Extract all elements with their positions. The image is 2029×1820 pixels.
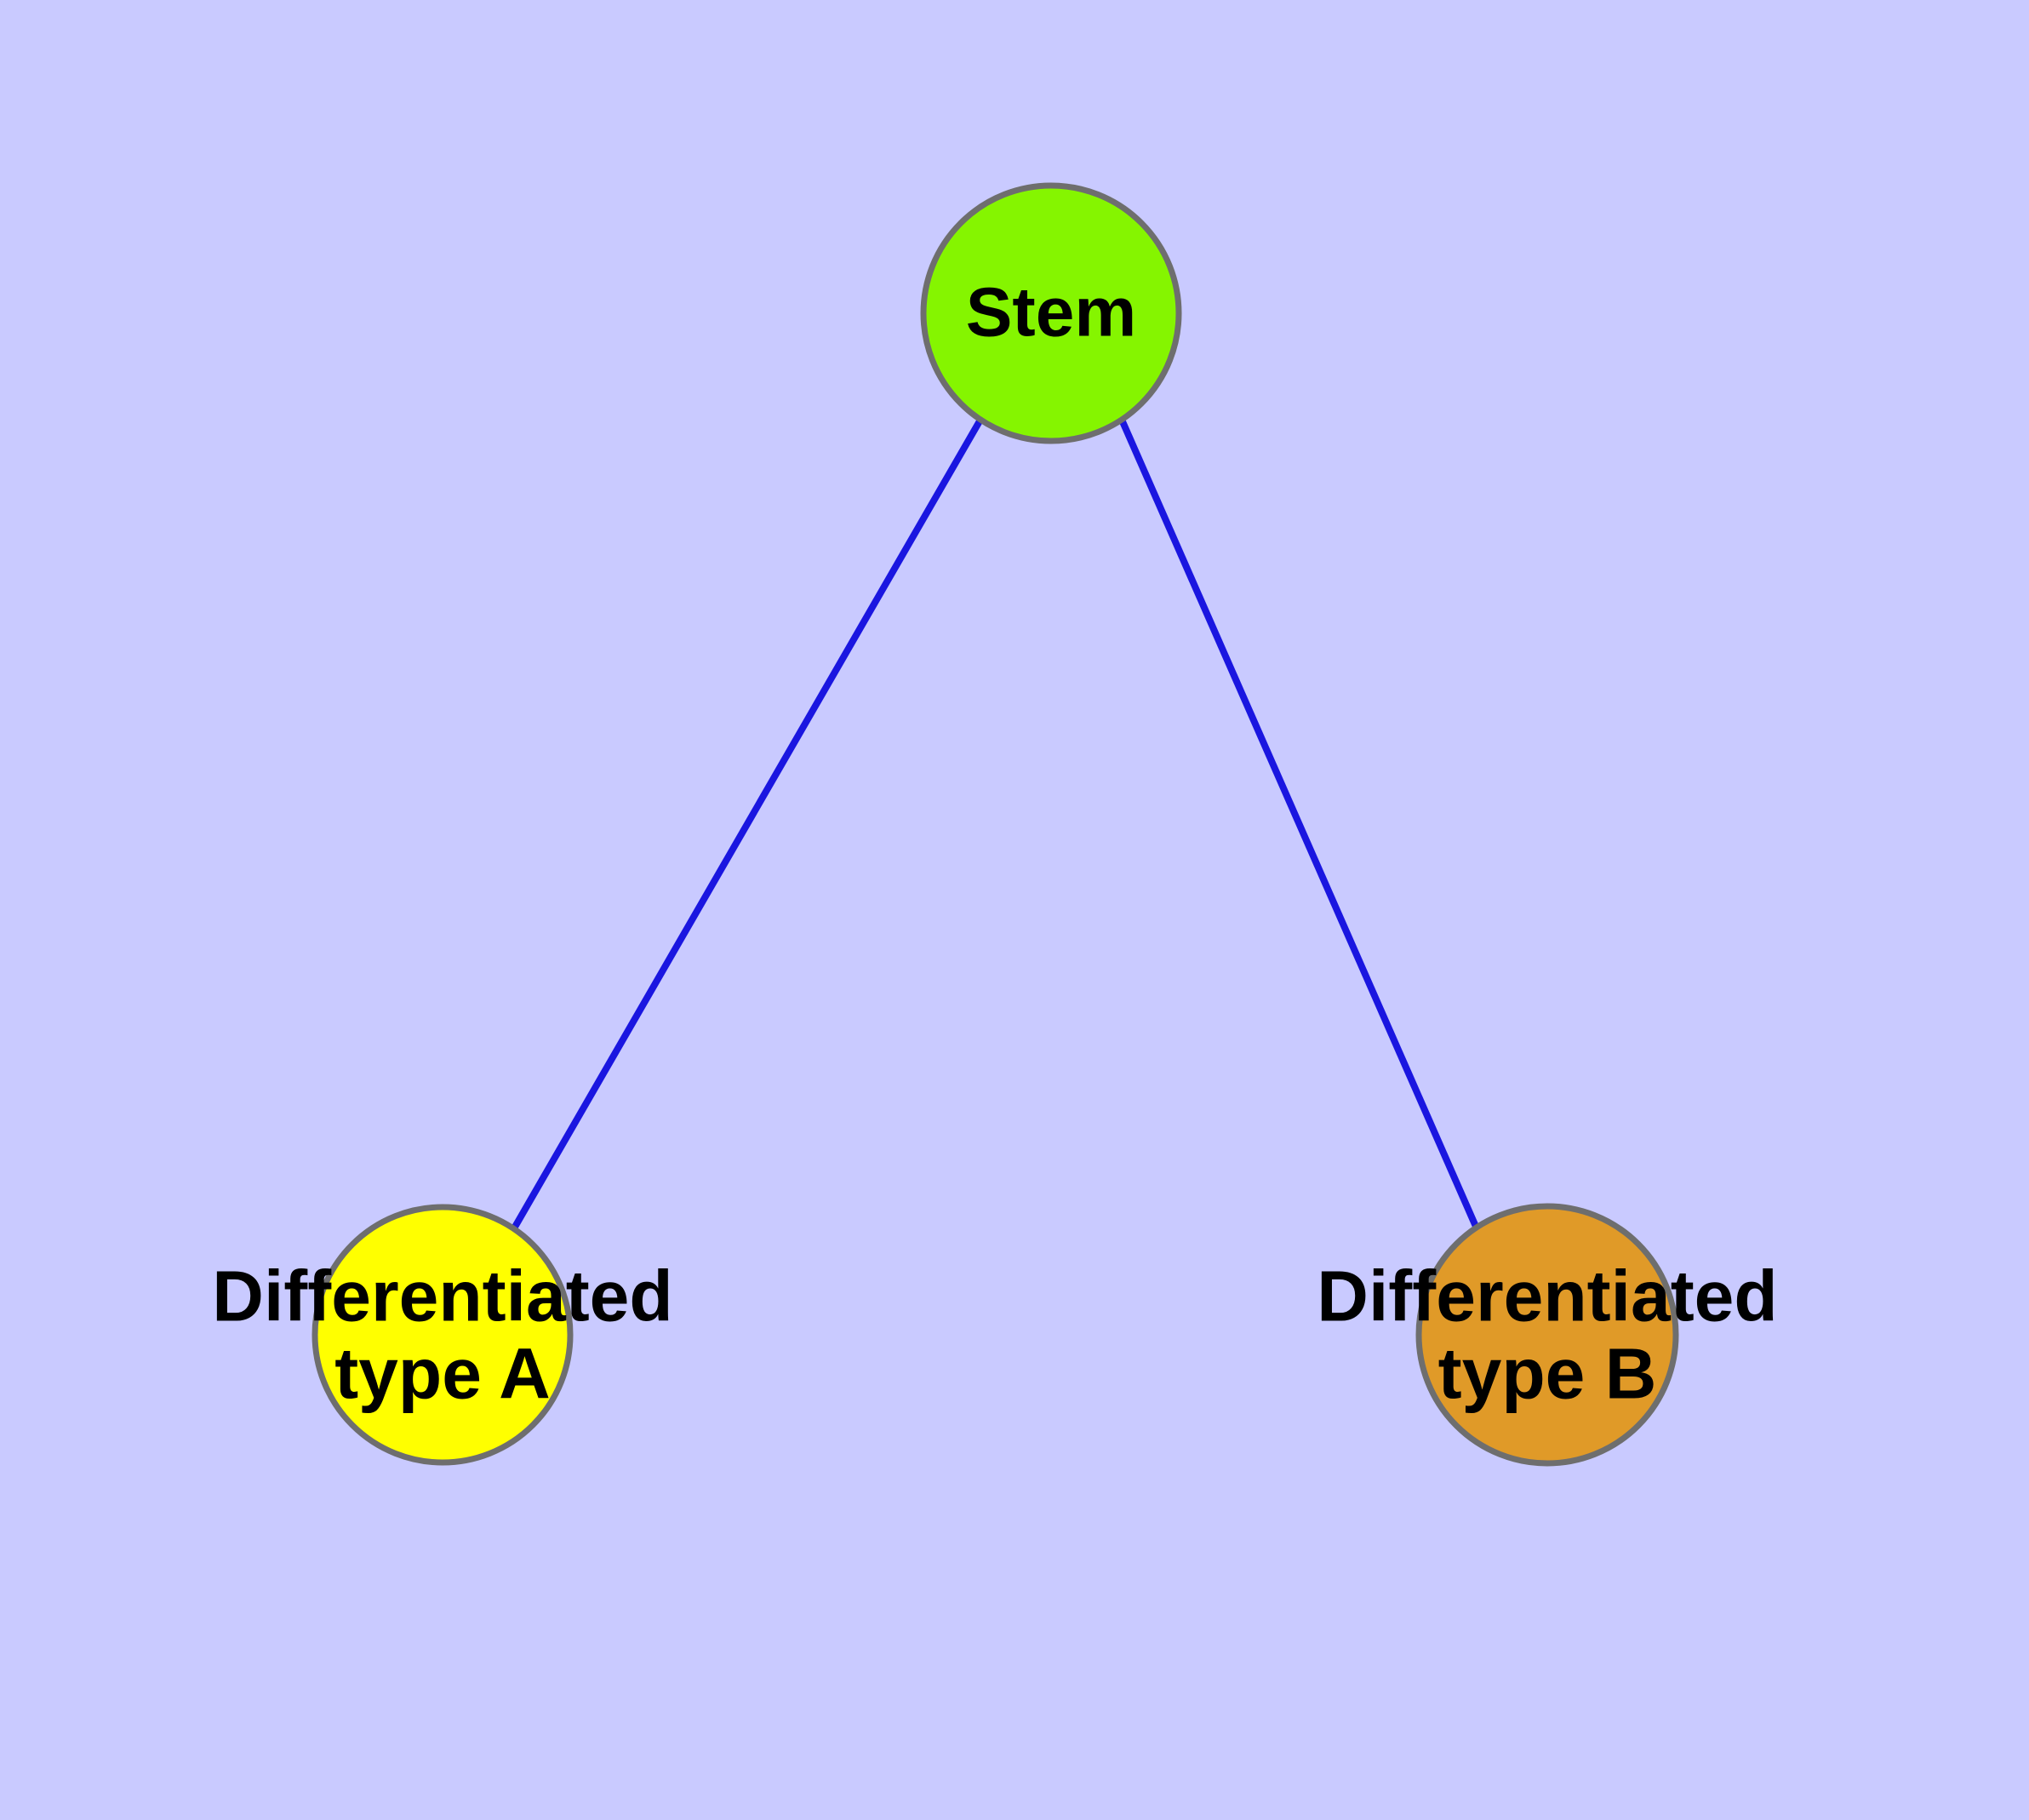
edge-stem-to-differentiated-type-a[interactable]	[511, 418, 984, 1230]
edge-layer	[511, 418, 1480, 1230]
node-differentiated-type-a[interactable]	[311, 1204, 574, 1466]
node-stem[interactable]	[920, 182, 1182, 444]
node-layer	[311, 182, 1679, 1467]
edge-stem-to-differentiated-type-b[interactable]	[1118, 418, 1480, 1230]
node-differentiated-type-b[interactable]	[1415, 1203, 1679, 1467]
